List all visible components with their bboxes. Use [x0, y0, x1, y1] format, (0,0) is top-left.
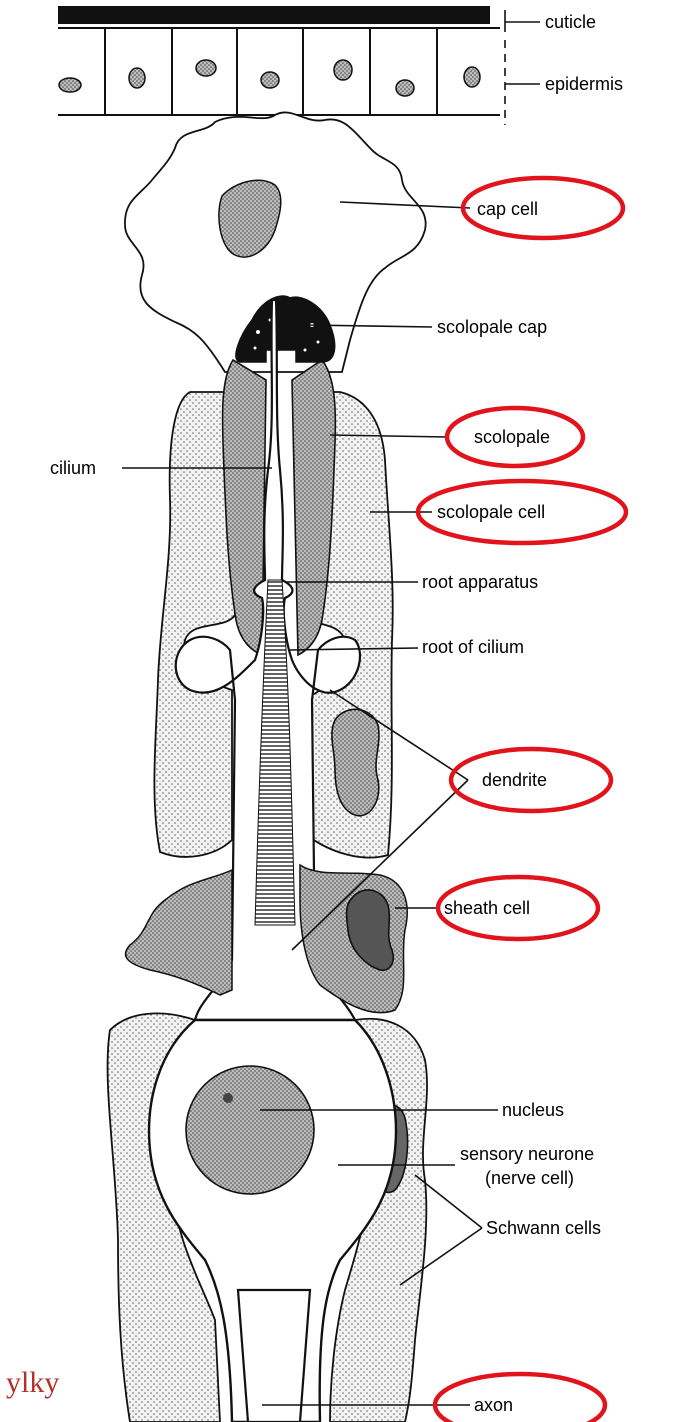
- cuticle-label: cuticle: [545, 12, 596, 32]
- scolopale-cap-label: scolopale cap: [437, 317, 547, 337]
- scolopale-cell-label: scolopale cell: [437, 502, 545, 522]
- cuticle-layer: [58, 6, 490, 24]
- epidermis-nuclei: [59, 60, 480, 96]
- nerve-cell-label: (nerve cell): [485, 1168, 574, 1188]
- highlight-axon: [435, 1374, 605, 1422]
- scolopale-label: scolopale: [474, 427, 550, 447]
- watermark-text: ylky: [6, 1366, 59, 1399]
- axon-label: axon: [474, 1395, 513, 1415]
- dendrite-label: dendrite: [482, 770, 547, 790]
- sheath-cell-label: sheath cell: [444, 898, 530, 918]
- nucleus-label: nucleus: [502, 1100, 564, 1120]
- epidermis-label: epidermis: [545, 74, 623, 94]
- axon-shape: [238, 1290, 310, 1422]
- cilium-label: cilium: [50, 458, 96, 478]
- root-apparatus-label: root apparatus: [422, 572, 538, 592]
- nucleolus: [223, 1093, 233, 1103]
- nucleus-shape: [186, 1066, 314, 1194]
- sensory-neurone-label: sensory neurone: [460, 1144, 594, 1164]
- sheath-cell-left: [126, 870, 232, 995]
- schwann-cells-label: Schwann cells: [486, 1218, 601, 1238]
- cap-cell-label: cap cell: [477, 199, 538, 219]
- root-of-cilium-label: root of cilium: [422, 637, 524, 657]
